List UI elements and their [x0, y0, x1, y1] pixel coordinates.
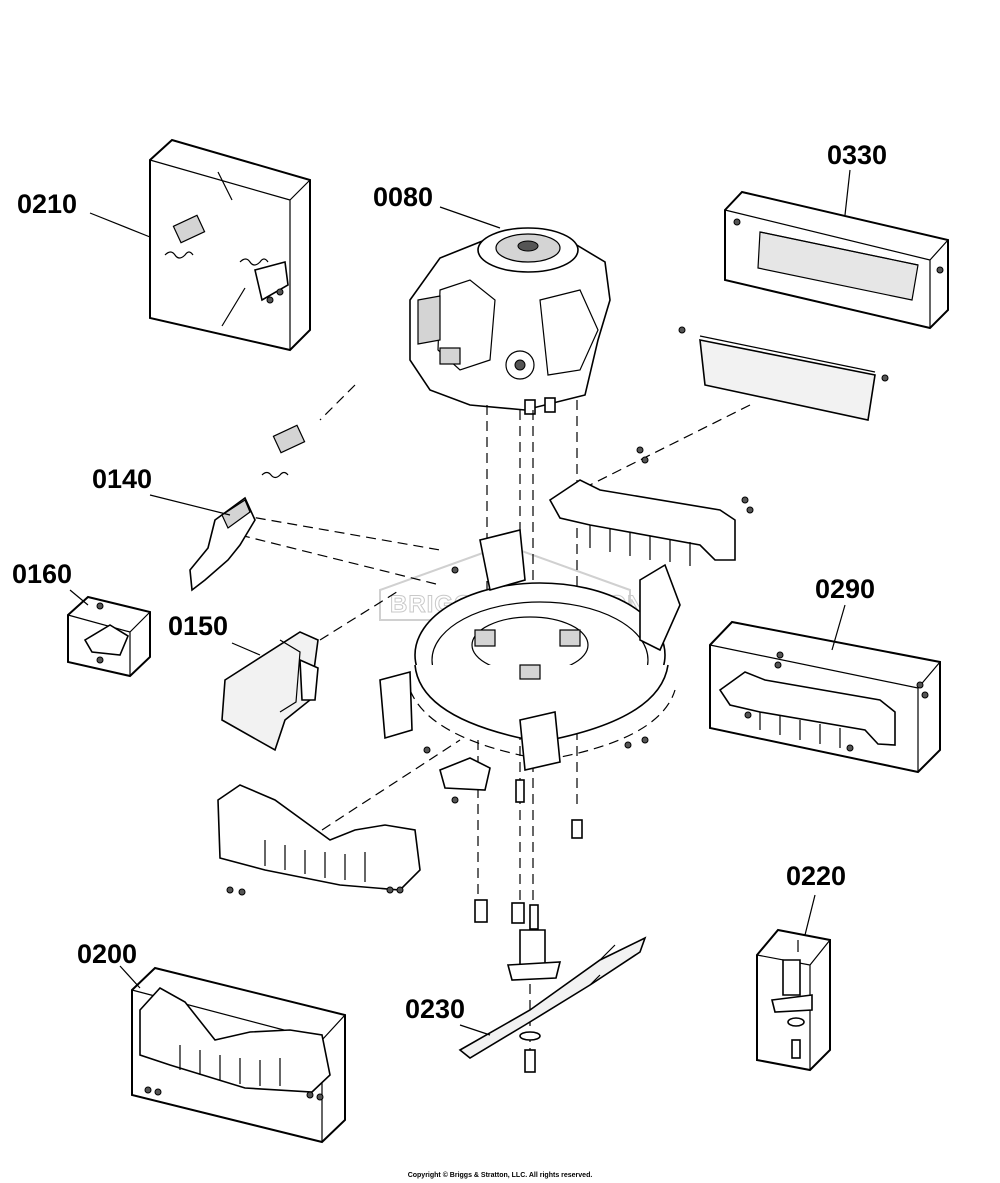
leader-0290: [831, 604, 846, 651]
part-label-0160[interactable]: 0160: [12, 559, 72, 589]
leader-0230: [459, 1024, 491, 1036]
leader-0140: [149, 494, 231, 516]
assembly-guide-lines: [239, 384, 751, 1060]
leader-0330: [844, 169, 851, 216]
leader-0150: [231, 642, 261, 656]
kit-box-0210[interactable]: [149, 138, 311, 352]
part-label-0330[interactable]: 0330: [827, 140, 887, 170]
leader-0210: [89, 212, 151, 238]
mower-deck[interactable]: [379, 528, 681, 791]
part-label-0080[interactable]: 0080: [373, 182, 433, 212]
side-guard-loose: [217, 784, 421, 896]
engine-0080[interactable]: [409, 227, 611, 415]
part-label-0150[interactable]: 0150: [168, 611, 228, 641]
kit-box-0160[interactable]: [67, 595, 151, 678]
kit-box-0290[interactable]: [709, 620, 941, 774]
part-label-0220[interactable]: 0220: [786, 861, 846, 891]
kit-box-0220[interactable]: [756, 928, 831, 1072]
rear-guard-loose: [548, 479, 736, 566]
leader-0220: [804, 894, 816, 936]
part-label-0230[interactable]: 0230: [405, 994, 465, 1024]
blade-assembly-0230[interactable]: [458, 899, 647, 1073]
part-label-0290[interactable]: 0290: [815, 574, 875, 604]
rear-flap: [678, 326, 889, 421]
leader-0160: [69, 589, 89, 606]
leader-0080: [439, 206, 501, 229]
part-label-0140[interactable]: 0140: [92, 464, 152, 494]
part-label-0210[interactable]: 0210: [17, 189, 77, 219]
copyright-notice: Copyright © Briggs & Stratton, LLC. All …: [408, 1171, 593, 1179]
handle-bracket-0140[interactable]: [189, 424, 306, 592]
kit-box-0330[interactable]: [724, 190, 949, 330]
deck-fasteners: [423, 446, 754, 839]
kit-box-0200[interactable]: [131, 966, 346, 1144]
leader-0200: [119, 965, 141, 989]
part-label-0200[interactable]: 0200: [77, 939, 137, 969]
rear-guard-0150[interactable]: [221, 631, 319, 752]
